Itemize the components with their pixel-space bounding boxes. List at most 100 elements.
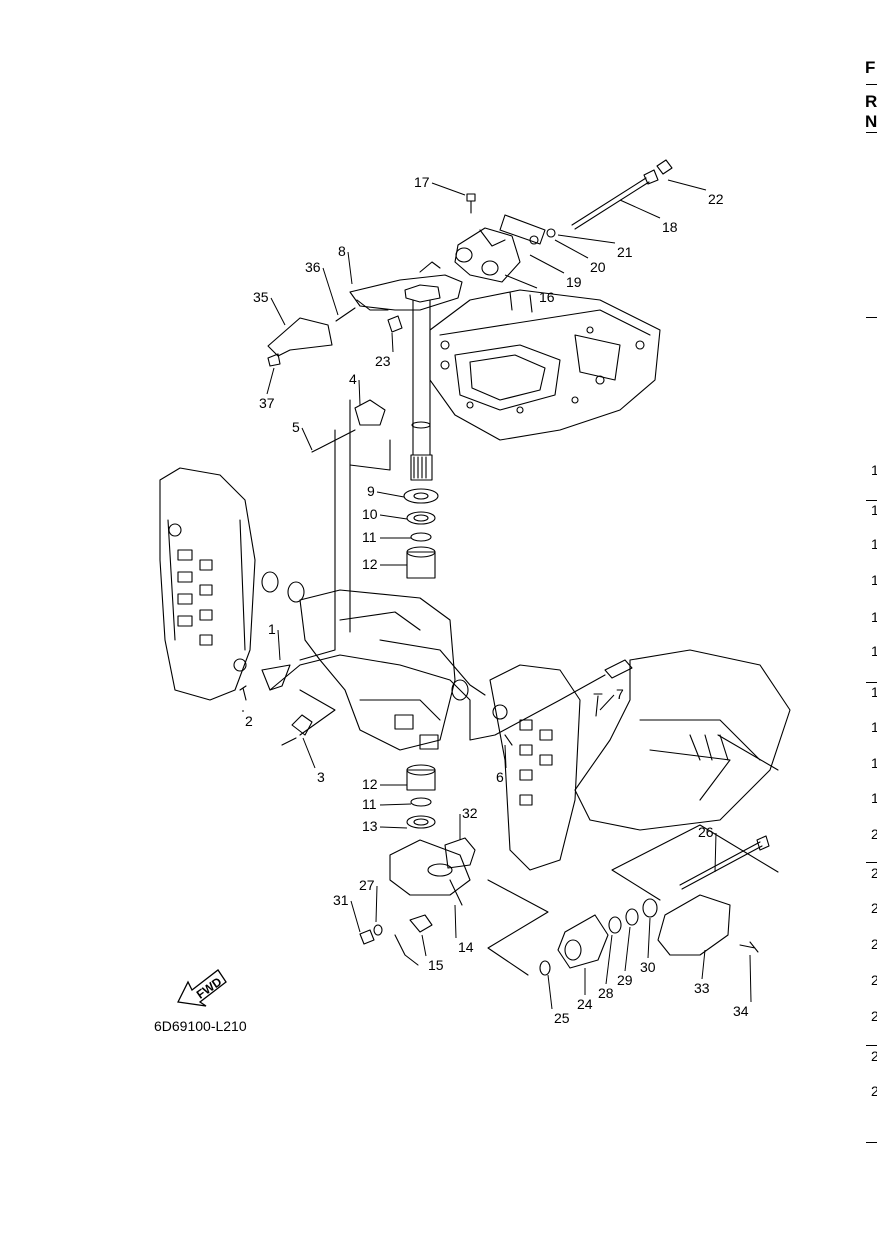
leader-line-25 bbox=[547, 974, 553, 1010]
nut-31 bbox=[359, 929, 375, 945]
leader-line-8 bbox=[347, 251, 353, 285]
callout-2: 2 bbox=[245, 713, 253, 729]
callout-1: 1 bbox=[268, 621, 276, 637]
leader-line-33 bbox=[701, 949, 706, 980]
edge-number: 1 bbox=[871, 755, 877, 771]
edge-number: 2 bbox=[871, 972, 877, 988]
callout-20: 20 bbox=[590, 259, 606, 275]
callout-15: 15 bbox=[428, 957, 444, 973]
callout-31: 31 bbox=[333, 892, 349, 908]
leader-line-1 bbox=[277, 629, 281, 661]
leader-line-20 bbox=[554, 239, 589, 259]
edge-letter: F bbox=[865, 58, 876, 77]
edge-rule bbox=[866, 317, 877, 318]
clamp-4 bbox=[354, 399, 386, 426]
leader-line-16 bbox=[504, 274, 538, 289]
leader-line-13 bbox=[379, 826, 408, 829]
bolt-34 bbox=[739, 941, 759, 953]
nut-22 bbox=[656, 159, 673, 175]
callout-36: 36 bbox=[305, 259, 321, 275]
grease-nipple-1 bbox=[261, 664, 291, 691]
steering-shaft bbox=[410, 299, 433, 481]
swivel-bracket bbox=[299, 589, 486, 751]
washer-21 bbox=[546, 228, 556, 238]
edge-number: 2 bbox=[871, 826, 877, 842]
clamp-bracket-left bbox=[159, 467, 256, 701]
leader-line-27 bbox=[375, 885, 378, 923]
bushing bbox=[261, 571, 279, 593]
mount-rubber-24 bbox=[557, 914, 609, 969]
bracket-32 bbox=[444, 837, 476, 869]
washer-27 bbox=[373, 924, 383, 936]
callout-32: 32 bbox=[462, 805, 478, 821]
bracket-35 bbox=[267, 317, 333, 357]
leader-line-30 bbox=[647, 917, 651, 959]
leader-line-3 bbox=[302, 737, 316, 769]
callout-33: 33 bbox=[694, 980, 710, 996]
callout-12: 12 bbox=[362, 556, 378, 572]
leader-line-14 bbox=[454, 904, 457, 939]
callout-21: 21 bbox=[617, 244, 633, 260]
upper-mount-housing bbox=[429, 289, 661, 441]
leader-line-23 bbox=[391, 332, 394, 353]
callout-23: 23 bbox=[375, 353, 391, 369]
tie-7 bbox=[593, 693, 603, 717]
leader-line-17 bbox=[431, 182, 466, 196]
edge-number: 2 bbox=[871, 900, 877, 916]
callout-37: 37 bbox=[259, 395, 275, 411]
callout-18: 18 bbox=[662, 219, 678, 235]
clip-6 bbox=[504, 734, 513, 746]
callout-12: 12 bbox=[362, 776, 378, 792]
leader-line-31 bbox=[350, 900, 361, 933]
leader-line-29 bbox=[624, 926, 631, 972]
callout-10: 10 bbox=[362, 506, 378, 522]
edge-number: 2 bbox=[871, 1083, 877, 1099]
drawing-code: 6D69100-L210 bbox=[154, 1018, 247, 1034]
bolt-2 bbox=[239, 685, 247, 701]
bolt-17 bbox=[466, 193, 476, 214]
washer-9 bbox=[403, 488, 439, 504]
bolt-5 bbox=[311, 429, 356, 453]
callout-11: 11 bbox=[362, 796, 377, 812]
leader-line-18 bbox=[619, 199, 661, 219]
clamp-bracket-right bbox=[489, 664, 581, 871]
leader-line-7 bbox=[599, 694, 615, 711]
nut-23 bbox=[387, 315, 403, 333]
edge-letter: R bbox=[865, 92, 877, 111]
edge-number: 1 bbox=[871, 609, 877, 625]
nut-37 bbox=[267, 353, 281, 367]
bolt-26 bbox=[679, 841, 763, 890]
leader-line-34 bbox=[749, 954, 752, 1003]
edge-number: 1 bbox=[871, 572, 877, 588]
edge-number: 2 bbox=[871, 1008, 877, 1024]
leader-line-11 bbox=[379, 803, 412, 806]
callout-7: 7 bbox=[616, 686, 624, 702]
callout-9: 9 bbox=[367, 483, 375, 499]
washer-20 bbox=[529, 235, 539, 245]
edge-number: 2 bbox=[871, 865, 877, 881]
bushing-12 bbox=[406, 551, 436, 579]
callout-3: 3 bbox=[317, 769, 325, 785]
callout-30: 30 bbox=[640, 959, 656, 975]
edge-number: 2 bbox=[871, 936, 877, 952]
edge-number: 1 bbox=[871, 536, 877, 552]
callout-5: 5 bbox=[292, 419, 300, 435]
leader-line-22 bbox=[667, 179, 707, 191]
bushing-12-lower bbox=[406, 769, 436, 791]
washer-28 bbox=[608, 916, 622, 934]
cover-33 bbox=[657, 894, 731, 956]
leader-line-15 bbox=[421, 934, 427, 957]
lower-unit-housing bbox=[574, 649, 791, 831]
callout-19: 19 bbox=[566, 274, 582, 290]
leader-line-5 bbox=[301, 427, 313, 451]
callout-29: 29 bbox=[617, 972, 633, 988]
edge-number: 1 bbox=[871, 684, 877, 700]
callout-labels: 1234567891011121211131415161718192021222… bbox=[242, 174, 752, 1026]
steering-arm bbox=[349, 261, 463, 311]
seal-13 bbox=[406, 815, 436, 829]
edge-rule bbox=[866, 500, 877, 501]
edge-number: 1 bbox=[871, 502, 877, 518]
leader-line-21 bbox=[557, 234, 616, 244]
